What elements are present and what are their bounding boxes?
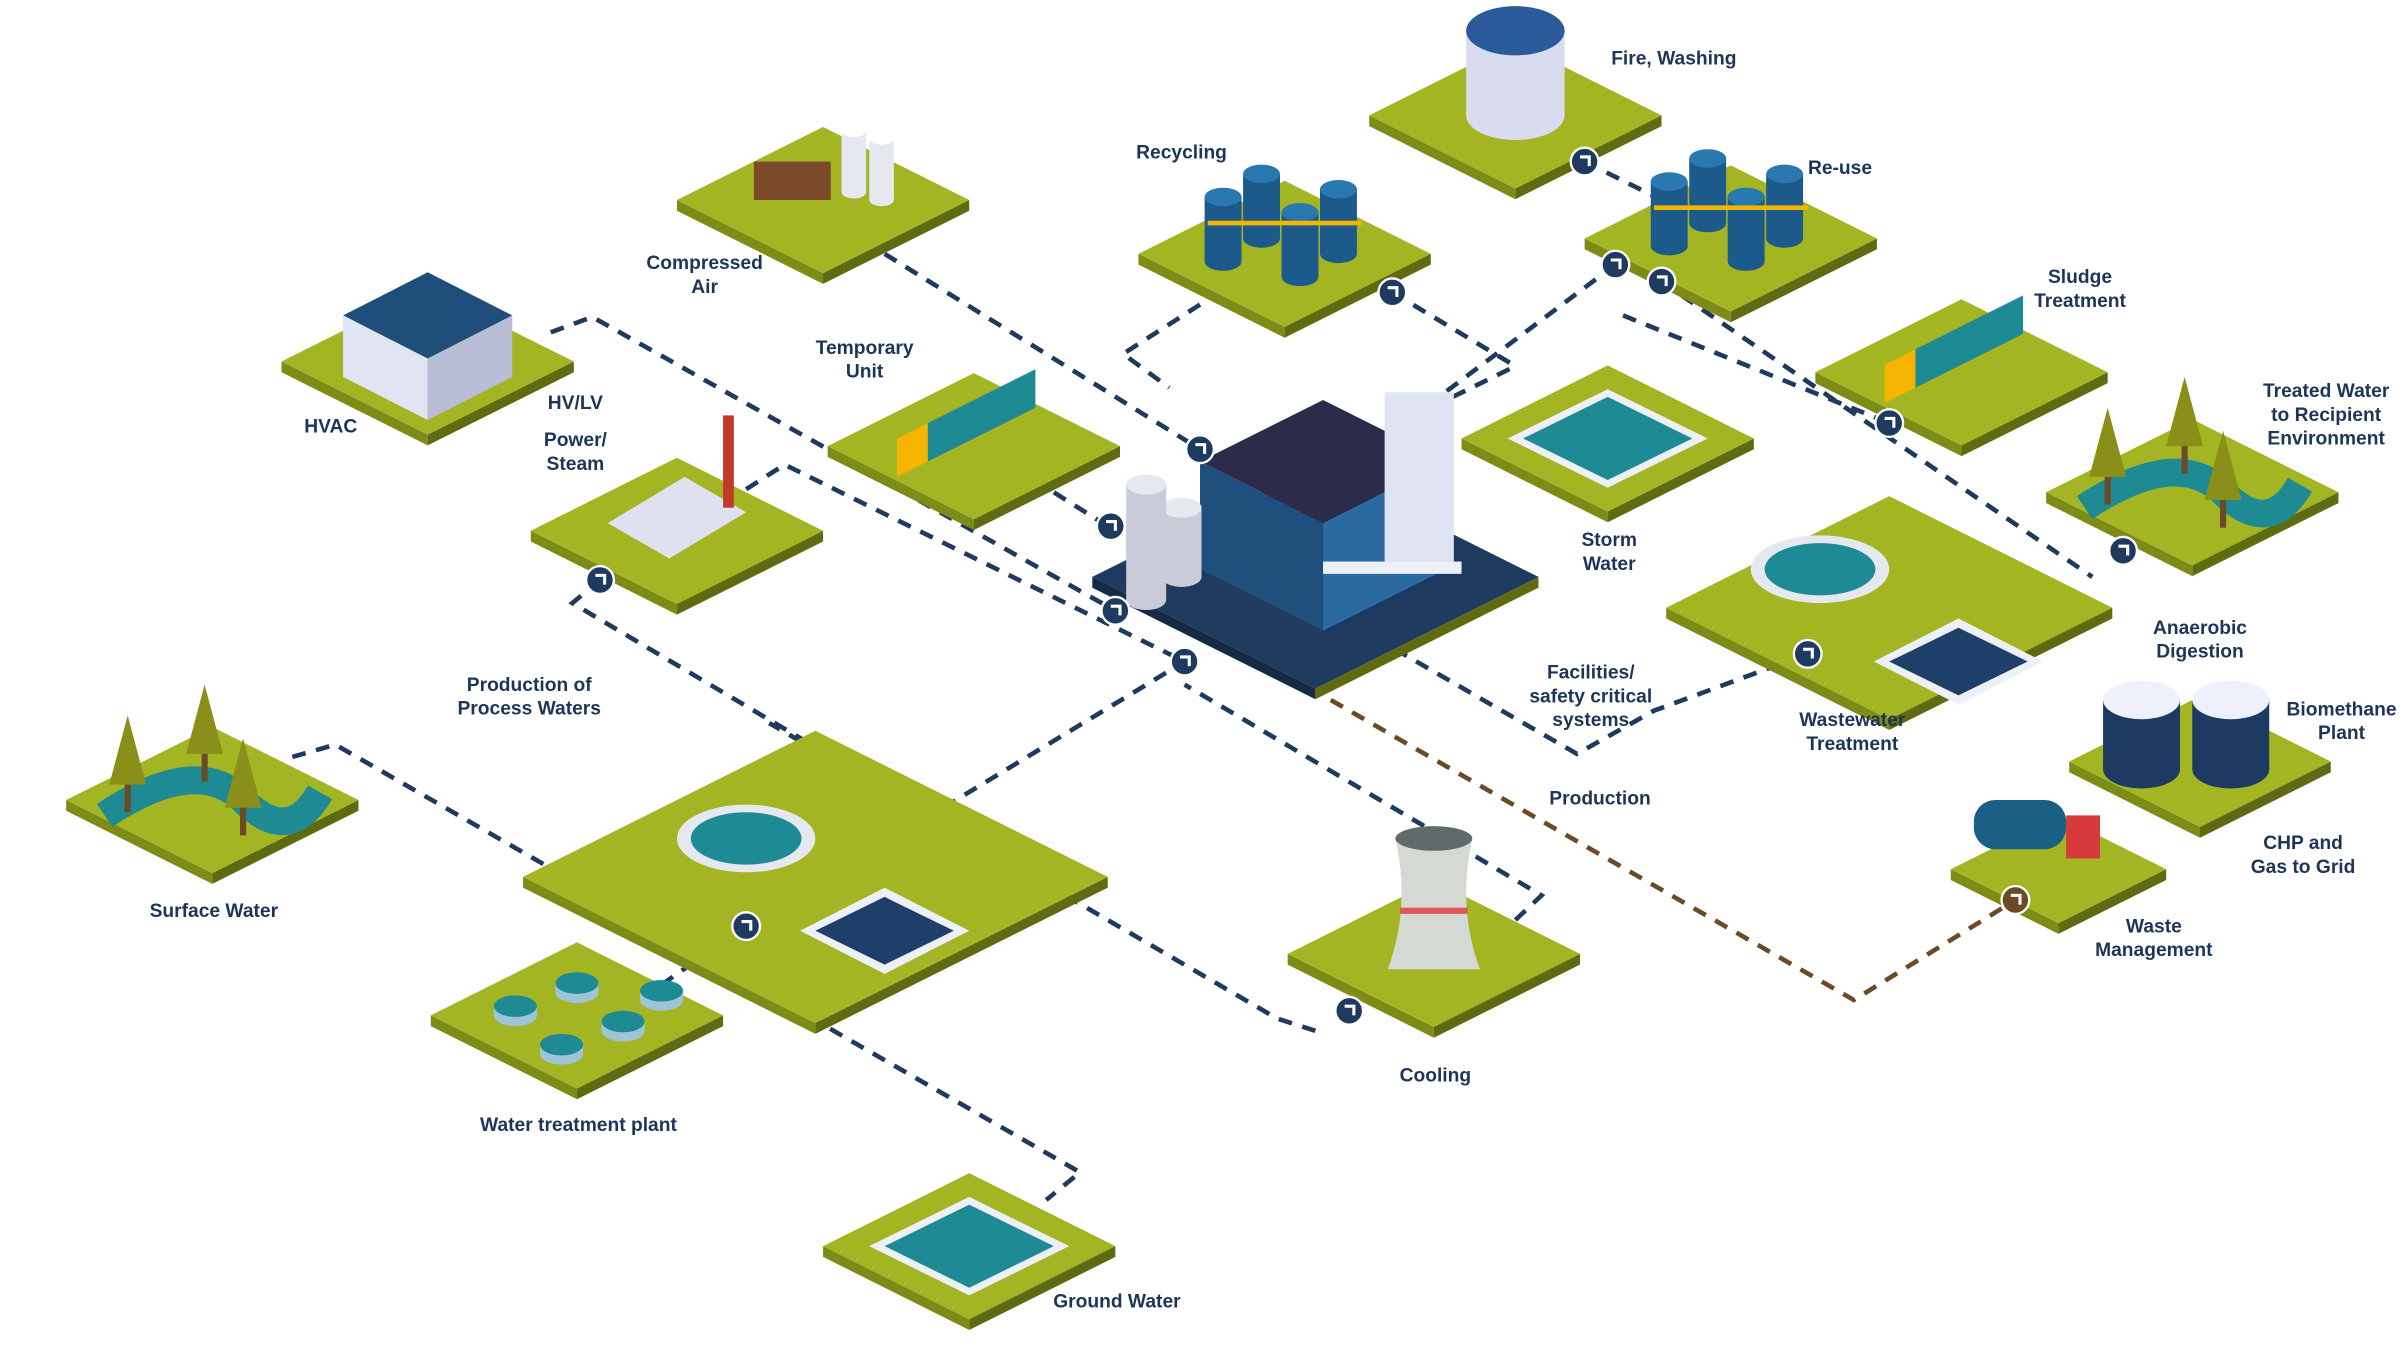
tile-storm[interactable] [1461,365,1754,523]
river-icon [2076,376,2313,528]
connector-badge [731,911,762,942]
domes-icon [2103,680,2270,789]
connector-badge [1334,995,1365,1026]
compressor-icon [753,124,894,207]
tile-temporary[interactable] [827,369,1120,530]
factory-icon [1126,392,1462,631]
tile-process[interactable] [523,730,1108,1034]
production-waste-line [1329,697,2017,1003]
connection-line [1183,682,1546,922]
connector-badge [1095,511,1126,542]
power-icon [607,415,747,559]
tank-icon [1466,6,1565,140]
tile-surface[interactable] [66,684,359,884]
tile-wtp[interactable] [430,942,724,1100]
label-power: Power/Steam [544,430,608,475]
connector-badge [1569,146,1600,177]
label-ground: Ground Water [1053,1292,1181,1313]
connector-badge [585,565,615,595]
tile-anaerobic[interactable] [2069,680,2331,838]
connector-badge [1185,434,1215,465]
connector-badge [1792,638,1823,669]
connection-line [568,578,1186,819]
tile-ground[interactable] [823,1173,1116,1330]
tile-waste[interactable] [1950,800,2167,934]
connector-badges [585,146,2139,1026]
tile-treated[interactable] [2046,376,2339,577]
label-reuse: Re-use [1808,158,1872,179]
tanker-icon [1973,800,2100,859]
connection-line [1118,302,1202,390]
connection-line [1429,364,1517,410]
label-production: Production [1549,789,1650,810]
vessels-icon [1204,164,1362,287]
tile-sludge[interactable] [1815,295,2108,457]
connector-badge [1646,266,1677,297]
truck-icon [1884,295,2024,404]
tile-central-factory[interactable] [1092,392,1539,700]
label-hvlv: HV/LV [548,393,603,414]
label-recycling: Recycling [1136,142,1227,163]
pool-icon [1507,389,1708,488]
facility-tiles [66,6,2339,1330]
cooling-icon [1387,826,1480,970]
clarifier-icon [676,804,970,974]
connection-line [1660,279,2094,579]
label-surface: Surface Water [150,901,279,922]
label-wtp: Water treatment plant [480,1115,677,1136]
connector-badge [1874,408,1905,439]
connector-badge [1100,595,1131,626]
tile-fire[interactable] [1369,6,1662,200]
truck-icon [896,369,1036,477]
vessels-icon [1650,149,1808,271]
connector-badge [2108,535,2139,566]
connector-badge [1169,646,1200,677]
connection-line [1329,610,1809,757]
connection-line [883,251,1202,452]
connector-badge [1600,249,1631,280]
connector-badge-production [2000,885,2031,915]
river-icon [96,684,333,836]
tile-recycling[interactable] [1138,164,1431,338]
tile-cooling[interactable] [1287,826,1580,1038]
label-hvac: HVAC [304,416,357,437]
plant-icon [493,972,684,1065]
connector-badge [1377,277,1408,308]
label-fire: Fire, Washing [1611,49,1736,70]
tile-wastewater[interactable] [1666,496,2113,730]
label-cooling: Cooling [1400,1066,1472,1087]
clarifier-icon [1750,535,2044,705]
tile-compressed[interactable] [676,124,970,284]
